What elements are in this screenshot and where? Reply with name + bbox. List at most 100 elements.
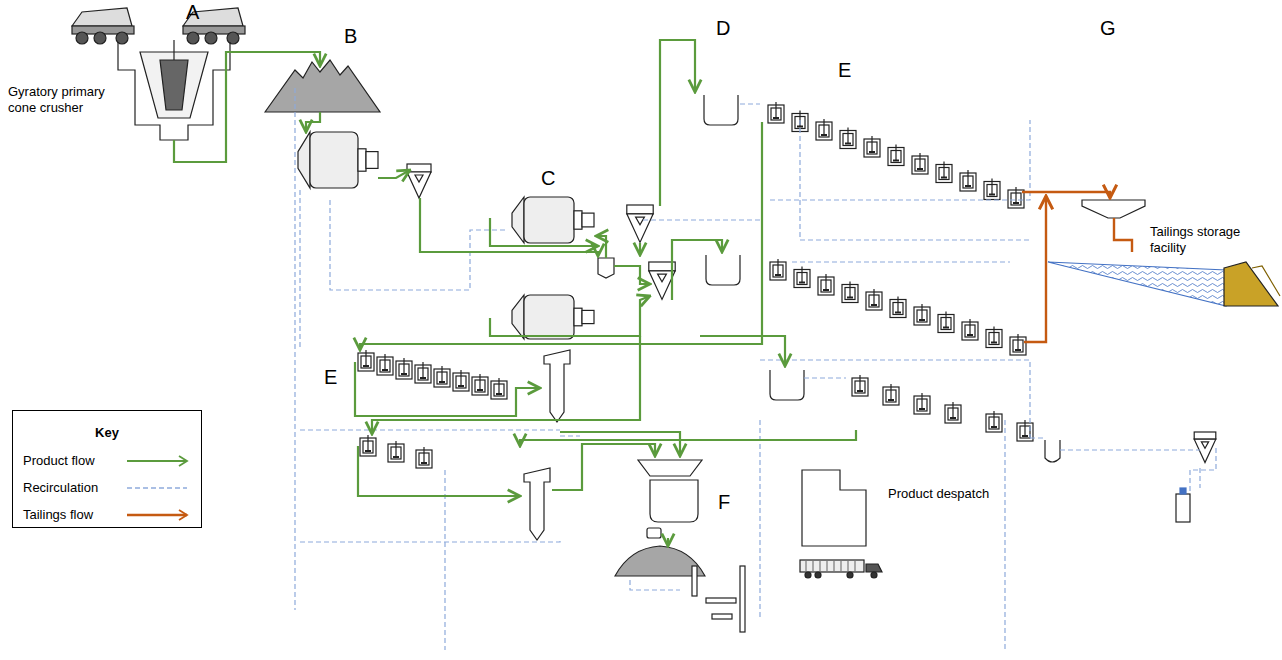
recirculation-line xyxy=(1190,448,1216,492)
recirculation-line xyxy=(630,580,680,590)
agitated-cell xyxy=(914,304,930,325)
electrowinning-cell xyxy=(544,350,570,422)
recirculation-line xyxy=(760,360,1030,438)
road-truck xyxy=(800,560,882,578)
agitated-cell xyxy=(768,102,784,123)
agitated-cell xyxy=(912,153,928,174)
agitated-cell xyxy=(358,350,374,371)
unit-letter: G xyxy=(1100,16,1116,40)
filter-press xyxy=(638,460,702,476)
agitated-cell xyxy=(984,179,1000,200)
flow-line xyxy=(490,218,598,246)
agitated-cell xyxy=(434,366,450,387)
dam-wall xyxy=(1224,262,1278,306)
recirculation-line xyxy=(300,429,560,430)
agitated-cell xyxy=(840,128,856,149)
sump xyxy=(1045,440,1060,462)
agitated-cell xyxy=(945,402,961,423)
flow-line xyxy=(372,336,640,434)
agitated-cell xyxy=(377,354,393,375)
agitated-cell xyxy=(472,374,488,395)
legend-text: Product flow xyxy=(23,453,95,468)
recirculation-line xyxy=(1060,449,1200,450)
ball-mill xyxy=(512,197,594,243)
flow-line xyxy=(520,430,856,446)
haul-truck xyxy=(72,8,134,44)
gyratory-crusher xyxy=(118,40,230,140)
unit-letter: E xyxy=(838,58,851,82)
agitated-cell xyxy=(960,170,976,191)
stockpile xyxy=(265,60,380,112)
agitated-cell xyxy=(986,411,1002,432)
sag-mill xyxy=(298,132,378,188)
flow-line xyxy=(667,538,669,546)
flow-line xyxy=(420,198,598,256)
tailings-dam xyxy=(1048,262,1226,306)
despatch-building xyxy=(802,470,866,546)
agitated-cell xyxy=(938,312,954,333)
pump-box xyxy=(598,258,614,278)
agitated-cell xyxy=(866,289,882,310)
conveyor xyxy=(692,566,697,596)
flow-line xyxy=(660,40,695,206)
legend-line-sample xyxy=(125,508,191,522)
flow-line xyxy=(360,122,762,350)
legend-box: KeyProduct flowRecirculationTailings flo… xyxy=(12,410,202,528)
recirculation-line xyxy=(1004,420,1005,650)
equipment-note: Gyratory primary cone crusher xyxy=(8,84,113,115)
recirculation-line xyxy=(759,420,760,620)
cyclone xyxy=(627,205,653,242)
tank xyxy=(706,255,740,285)
legend-text: Tailings flow xyxy=(23,507,93,522)
cyclone xyxy=(1194,432,1216,463)
recirculation-line xyxy=(560,435,580,436)
flow-line xyxy=(1114,218,1132,252)
agitated-cell xyxy=(388,441,404,462)
conveyor xyxy=(740,566,745,632)
thickener xyxy=(1082,200,1145,218)
flow-line xyxy=(614,266,650,284)
unit-letter: A xyxy=(186,0,199,24)
agitated-cell xyxy=(914,393,930,414)
unit-letter: B xyxy=(344,24,357,48)
feeder xyxy=(647,528,661,538)
recirculation-line xyxy=(1030,437,1045,438)
recirculation-line xyxy=(804,377,846,378)
conveyor xyxy=(706,598,736,603)
recirculation-line xyxy=(792,261,1010,262)
recirculation-line xyxy=(1199,468,1200,488)
agitated-cell xyxy=(816,119,832,140)
agitated-cell xyxy=(842,282,858,303)
unit-letter: F xyxy=(718,490,730,514)
area-note: Product despatch xyxy=(888,486,1018,502)
electrowinning-cell xyxy=(524,468,550,540)
flow-line xyxy=(672,240,722,300)
agitated-cell xyxy=(962,319,978,340)
recirculation-line xyxy=(640,219,760,220)
agitated-cell xyxy=(360,435,376,456)
flow-line xyxy=(1024,196,1046,342)
cyclone xyxy=(407,164,431,198)
tank xyxy=(770,370,804,400)
legend-title: Key xyxy=(13,425,201,440)
recirculation-line xyxy=(300,540,560,542)
unit-letter: C xyxy=(541,166,555,190)
flow-line xyxy=(358,446,520,496)
agitated-cell xyxy=(883,384,899,405)
recirculation-line xyxy=(299,190,300,350)
agitated-cell xyxy=(864,136,880,157)
unit-letter: D xyxy=(716,16,730,40)
agitated-cell xyxy=(396,358,412,379)
tank xyxy=(704,95,738,125)
agitated-cell xyxy=(986,327,1002,348)
agitated-cell xyxy=(936,162,952,183)
conveyor xyxy=(712,614,732,619)
recirculation-line xyxy=(294,88,295,610)
agitated-cell xyxy=(818,274,834,295)
agitated-cell xyxy=(770,259,786,280)
agitated-cell xyxy=(415,362,431,383)
flow-line xyxy=(378,170,410,178)
agitated-cell xyxy=(890,297,906,318)
